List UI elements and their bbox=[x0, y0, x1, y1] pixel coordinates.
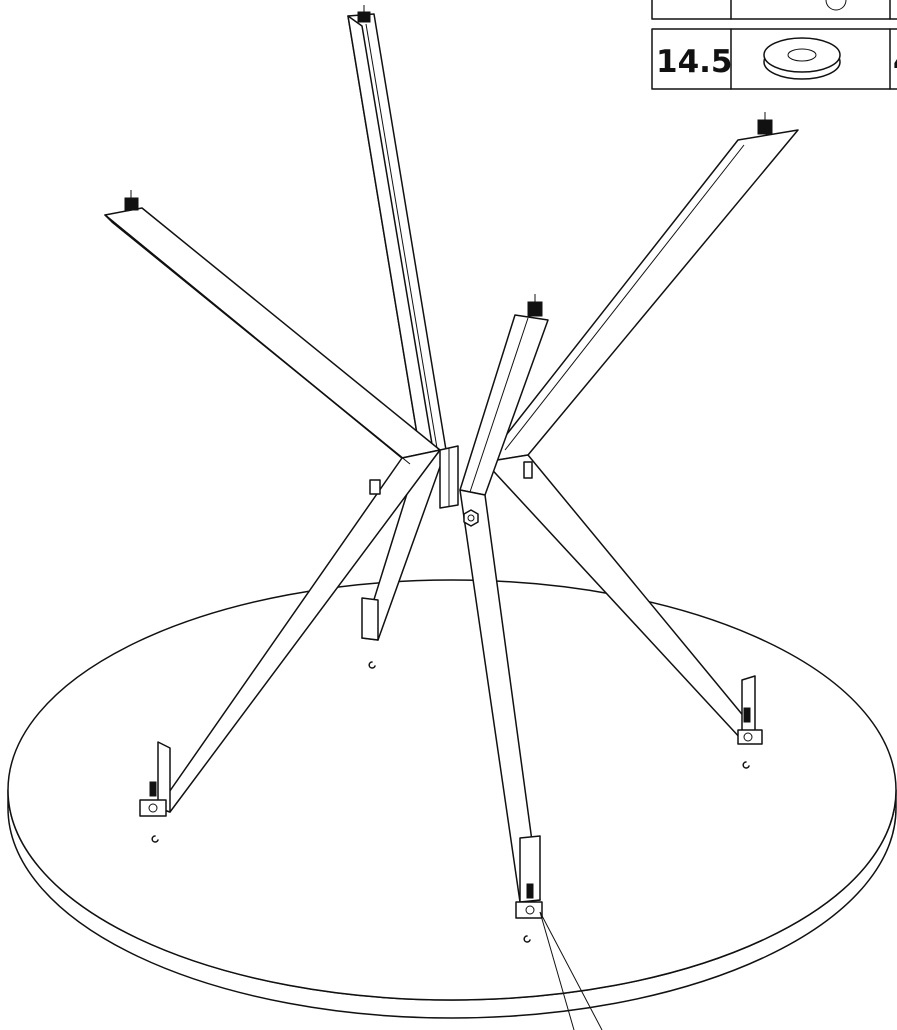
screw-icon bbox=[526, 883, 534, 899]
center-hub bbox=[439, 445, 459, 509]
leg-back bbox=[347, 5, 447, 641]
screw-hole bbox=[742, 761, 750, 769]
screw-head-icon bbox=[825, 0, 847, 11]
parts-table: 14.5 4 bbox=[651, 0, 897, 90]
leveling-foot-icon bbox=[124, 197, 139, 211]
size-label: 14.5 bbox=[656, 44, 733, 80]
screw-holes bbox=[151, 661, 750, 943]
callout-lines bbox=[539, 911, 603, 1030]
bolt-icon bbox=[523, 461, 533, 479]
quantity-label: 4 bbox=[893, 44, 897, 80]
screw-icon bbox=[149, 781, 157, 797]
tabletop-surface bbox=[7, 579, 897, 1001]
leg-front bbox=[459, 294, 549, 903]
washer-icon bbox=[763, 37, 841, 80]
tabletop bbox=[7, 579, 897, 1019]
mounting-plates bbox=[139, 707, 763, 919]
screw-hole bbox=[368, 661, 376, 669]
leveling-foot-icon bbox=[757, 119, 773, 135]
mounting-plate bbox=[515, 901, 543, 919]
mounting-plate bbox=[139, 799, 167, 817]
bolt-icon bbox=[369, 479, 381, 495]
leg-right bbox=[484, 112, 799, 741]
screw-hole bbox=[151, 835, 159, 843]
screw-icon bbox=[743, 707, 751, 723]
screw-hole bbox=[523, 935, 531, 943]
leg-left bbox=[104, 190, 441, 813]
leveling-foot-icon bbox=[527, 301, 543, 317]
hex-bolt-icon bbox=[463, 509, 479, 527]
leveling-foot-icon bbox=[357, 11, 371, 23]
mounting-plate bbox=[737, 729, 763, 745]
